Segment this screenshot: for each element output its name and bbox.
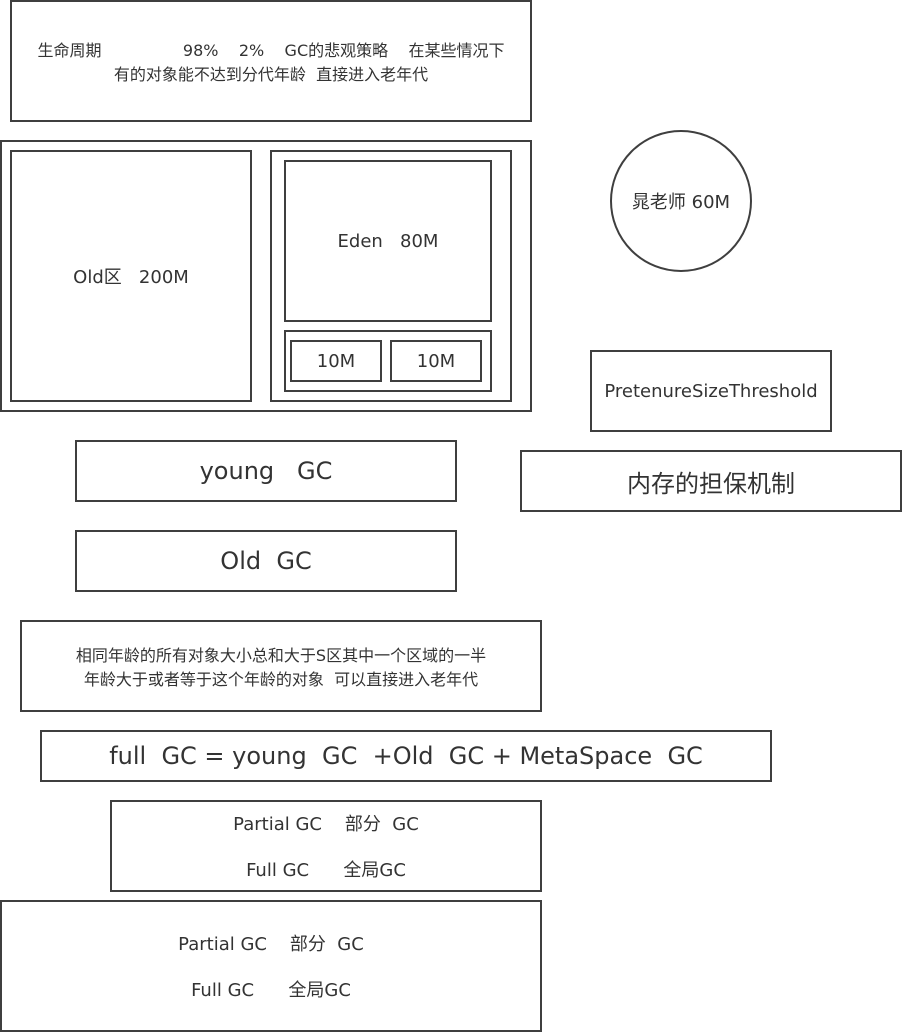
gc-terms-box-1[interactable]: Partial GC 部分 GC Full GC 全局GC <box>110 800 542 892</box>
teacher-label: 晁老师 60M <box>631 192 731 213</box>
old-generation-label: Old区 200M <box>73 267 189 288</box>
partial-gc-line-1: Partial GC 部分 GC <box>233 814 419 835</box>
pretenure-threshold-box[interactable]: PretenureSizeThreshold <box>590 350 832 432</box>
old-generation-box[interactable]: Old区 200M <box>10 150 252 402</box>
old-gc-label: Old GC <box>220 547 312 575</box>
age-rule-line-2: 年龄大于或者等于这个年龄的对象 可以直接进入老年代 <box>83 670 479 689</box>
age-rule-line-1: 相同年龄的所有对象大小总和大于S区其中一个区域的一半 <box>75 646 487 665</box>
young-gc-label: young GC <box>199 457 333 485</box>
young-gc-box[interactable]: young GC <box>75 440 457 502</box>
pretenure-threshold-label: PretenureSizeThreshold <box>604 380 818 402</box>
memory-guarantee-box[interactable]: 内存的担保机制 <box>520 450 902 512</box>
survivor-1-box[interactable]: 10M <box>290 340 382 382</box>
full-gc-line-2: Full GC 全局GC <box>191 980 351 1001</box>
full-gc-formula-label: full GC = young GC +Old GC + MetaSpace G… <box>109 742 703 770</box>
partial-gc-line-2: Partial GC 部分 GC <box>178 934 364 955</box>
eden-label: Eden 80M <box>337 230 439 252</box>
full-gc-formula-box[interactable]: full GC = young GC +Old GC + MetaSpace G… <box>40 730 772 782</box>
gc-terms-box-2[interactable]: Partial GC 部分 GC Full GC 全局GC <box>0 900 542 1032</box>
teacher-circle[interactable]: 晁老师 60M <box>610 130 752 272</box>
lifecycle-line-2: 有的对象能不达到分代年龄 直接进入老年代 <box>113 65 429 84</box>
lifecycle-note[interactable]: 生命周期 98% 2% GC的悲观策略 在某些情况下 有的对象能不达到分代年龄 … <box>10 0 532 122</box>
lifecycle-line-1: 生命周期 98% 2% GC的悲观策略 在某些情况下 <box>37 41 505 60</box>
survivor-2-box[interactable]: 10M <box>390 340 482 382</box>
age-rule-note[interactable]: 相同年龄的所有对象大小总和大于S区其中一个区域的一半 年龄大于或者等于这个年龄的… <box>20 620 542 712</box>
full-gc-line-1: Full GC 全局GC <box>246 860 406 881</box>
memory-guarantee-label: 内存的担保机制 <box>627 469 795 498</box>
eden-box[interactable]: Eden 80M <box>284 160 492 322</box>
survivor-2-label: 10M <box>416 350 456 372</box>
survivor-1-label: 10M <box>316 350 356 372</box>
old-gc-box[interactable]: Old GC <box>75 530 457 592</box>
